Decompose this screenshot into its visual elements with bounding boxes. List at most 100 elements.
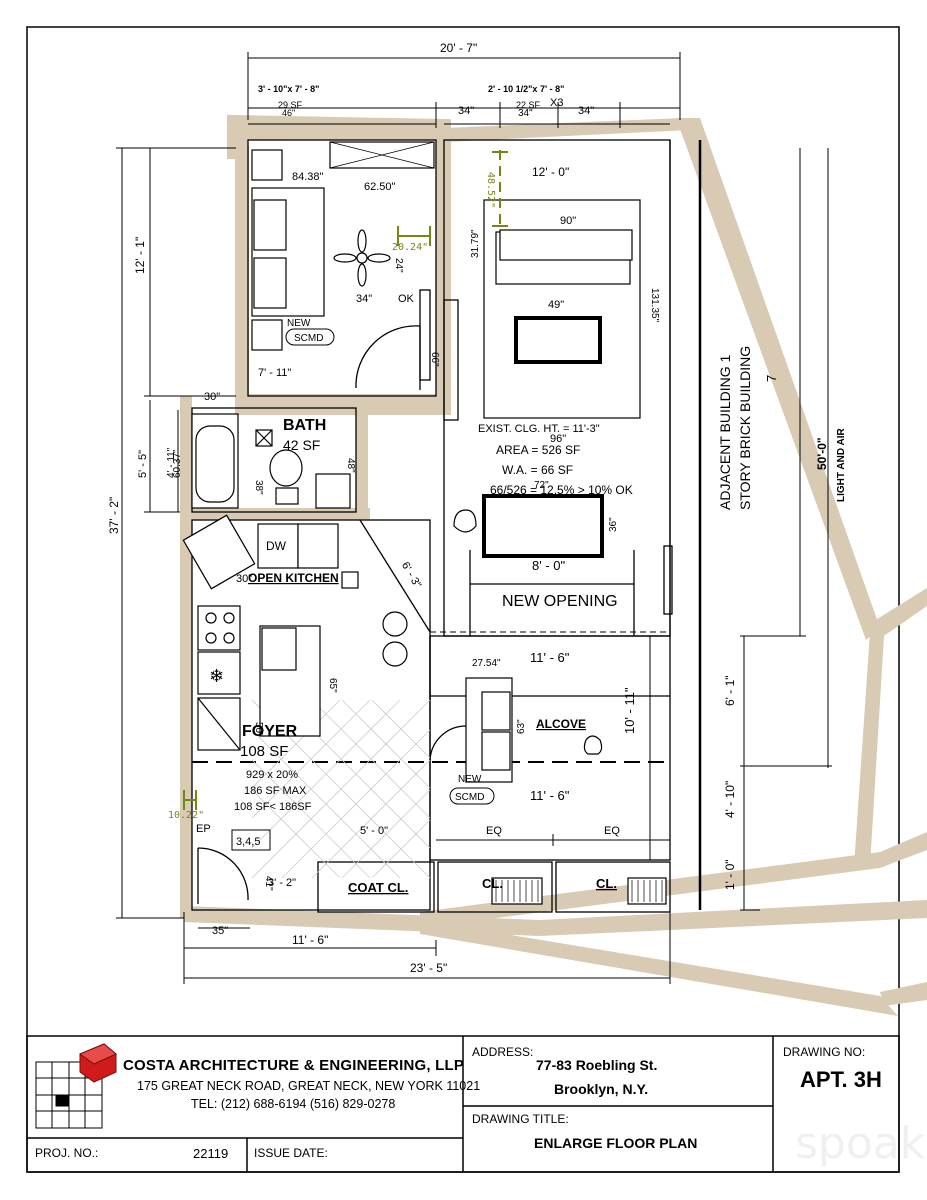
kitchen-30: 30" xyxy=(236,573,252,585)
drawing-no-label: DRAWING NO: xyxy=(783,1045,866,1059)
dishwasher xyxy=(257,523,299,569)
room-lines xyxy=(191,123,702,913)
drawing-no: APT. 3H xyxy=(800,1067,882,1092)
stool xyxy=(382,641,408,667)
w2-tag: X3 xyxy=(550,97,563,109)
clear-20: 20.24" xyxy=(392,242,428,253)
bath-h2: 4' - 11" xyxy=(166,447,177,478)
exist-clg: EXIST. CLG. HT. = 11'-3" xyxy=(478,423,600,435)
w-34a: 34" xyxy=(458,105,474,117)
w1-sf: 29 SF xyxy=(278,100,303,110)
bench xyxy=(514,316,602,364)
clear-48: 48.52" xyxy=(485,172,496,208)
chair xyxy=(453,509,477,533)
right-1-0: 1' - 0" xyxy=(723,859,737,890)
alcove-width-bottom: 11' - 6" xyxy=(530,788,570,803)
table xyxy=(482,494,604,558)
window-1-label: 3' - 10"x 7' - 8" xyxy=(258,84,319,94)
closet-hatch xyxy=(495,880,663,902)
foyer-calc1: 929 x 20% xyxy=(246,769,298,781)
dim-49: 49" xyxy=(548,299,564,311)
w1-dim: 46" xyxy=(282,108,295,118)
foyer-35: 35" xyxy=(212,925,228,937)
right-4-10: 4' - 10" xyxy=(723,781,737,818)
dim-62: 62.50" xyxy=(364,181,396,193)
proj-no: 22119 xyxy=(193,1146,229,1161)
dim-top-overall: 20' - 7" xyxy=(440,41,477,55)
dim-31: 31.79" xyxy=(470,229,481,258)
bath-h1: 5' - 5" xyxy=(137,450,149,478)
foyer-title: FOYER xyxy=(242,723,298,740)
foyer-5-0: 5' - 0" xyxy=(360,825,388,837)
furniture xyxy=(182,141,667,905)
alcove-sofa-w: 27.54" xyxy=(472,658,501,669)
w2-sf: 22 SF xyxy=(516,100,541,110)
sheet-border xyxy=(26,26,900,1173)
kitchen-65: 65" xyxy=(327,678,338,693)
closet-1: CL. xyxy=(482,876,503,891)
bath-48: 48" xyxy=(345,458,356,473)
adjacent-line2: STORY BRICK BUILDING xyxy=(737,346,753,510)
foyer-clear: 10.22" xyxy=(168,810,204,821)
range xyxy=(197,605,241,651)
alcove-width-top: 11' - 6" xyxy=(530,650,570,665)
right-6-1: 6' - 1" xyxy=(723,675,737,706)
eq-2: EQ xyxy=(604,825,620,837)
door-66: 66" xyxy=(429,352,440,367)
foyer-door: 3' - 2" xyxy=(268,877,296,889)
alcove-sofa-l: 63" xyxy=(516,719,527,734)
alcove-scmd: SCMD xyxy=(455,792,484,803)
fridge xyxy=(197,651,241,695)
w-34b: 34" xyxy=(518,108,533,119)
dim-bottom-overall: 23' - 5" xyxy=(410,961,447,975)
clearance-markers xyxy=(183,150,508,810)
alcove-scmd-box xyxy=(449,787,495,805)
toilet xyxy=(269,449,303,487)
kitchen-title: OPEN KITCHEN xyxy=(248,571,339,585)
plan-labels: 20' - 7" 3' - 10"x 7' - 8" 2' - 10 1/2"x… xyxy=(107,41,847,975)
bath-sf: 42 SF xyxy=(283,437,320,453)
stool xyxy=(382,611,408,637)
title-block-grid xyxy=(26,1035,900,1173)
snowflake-icon: ❄ xyxy=(209,666,224,687)
foyer-calc2: 186 SF MAX xyxy=(244,785,307,797)
watermark: spoak. xyxy=(795,1118,927,1169)
light-air: LIGHT AND AIR xyxy=(836,428,847,502)
ep-label: EP xyxy=(196,823,211,835)
dim-96: 96" xyxy=(550,433,566,445)
eq-1: EQ xyxy=(486,825,502,837)
dw-label: DW xyxy=(266,539,287,553)
bath-38: 38" xyxy=(253,480,264,495)
foyer-width: 11' - 6" xyxy=(292,933,328,947)
new-label: NEW xyxy=(287,318,311,329)
scmd-label: SCMD xyxy=(294,333,323,344)
alcove-title: ALCOVE xyxy=(536,717,586,731)
address-label: ADDRESS: xyxy=(472,1045,534,1059)
ok-label: OK xyxy=(398,293,415,305)
address-line1: 77-83 Roebling St. xyxy=(536,1057,658,1073)
nightstand xyxy=(251,149,283,181)
dim-24: 24" xyxy=(393,258,404,273)
walls xyxy=(180,114,927,1016)
dim-131: 131.35" xyxy=(649,288,660,323)
scmd-box xyxy=(285,328,335,346)
w-34c: 34" xyxy=(578,105,594,117)
bath-title: BATH xyxy=(283,417,326,434)
dim-7-11: 7' - 11" xyxy=(258,367,291,379)
bath-60: 60.37" xyxy=(172,449,183,478)
address-line2: Brooklyn, N.Y. xyxy=(554,1081,649,1097)
alcove-depth: 10' - 11" xyxy=(622,687,637,734)
new-opening: NEW OPENING xyxy=(502,593,618,610)
desk-chair xyxy=(583,735,603,755)
tag-label: 3,4,5 xyxy=(236,836,260,848)
dim-37-2: 37' - 2" xyxy=(107,497,121,534)
firm-tel: TEL: (212) 688-6194 (516) 829-0278 xyxy=(191,1097,396,1111)
closet-2: CL. xyxy=(596,876,617,891)
dim-36: 36" xyxy=(608,517,619,532)
kitchen-sink xyxy=(182,514,256,590)
dim-34: 34" xyxy=(356,293,372,305)
tag-box xyxy=(231,829,271,851)
alcove-new: NEW xyxy=(458,774,482,785)
foyer-sf: 108 SF xyxy=(240,743,288,760)
